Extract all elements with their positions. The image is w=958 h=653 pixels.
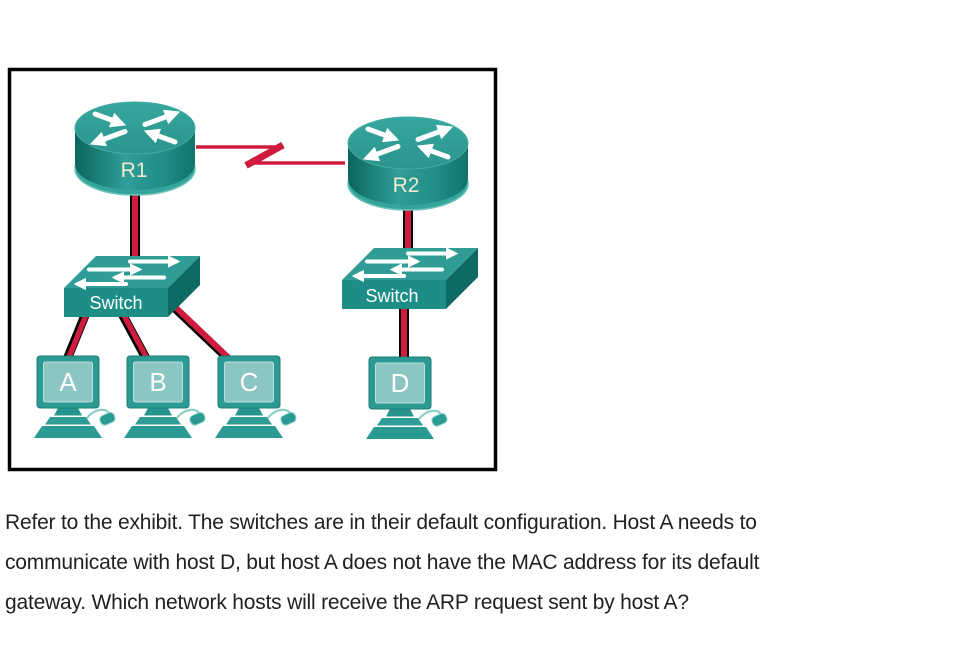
question-line-3: gateway. Which network hosts will receiv… [5, 591, 689, 614]
link-switch-left-host-b [116, 307, 152, 365]
question-text: Refer to the exhibit. The switches are i… [5, 503, 955, 623]
question-line-2: communicate with host D, but host A does… [5, 551, 760, 574]
link-switch-left-host-c [166, 299, 235, 365]
question-line-1: Refer to the exhibit. The switches are i… [5, 511, 757, 534]
router-r2-icon [348, 117, 468, 210]
link-r1-r2-serial [196, 141, 345, 169]
router-r1-icon [75, 102, 195, 195]
